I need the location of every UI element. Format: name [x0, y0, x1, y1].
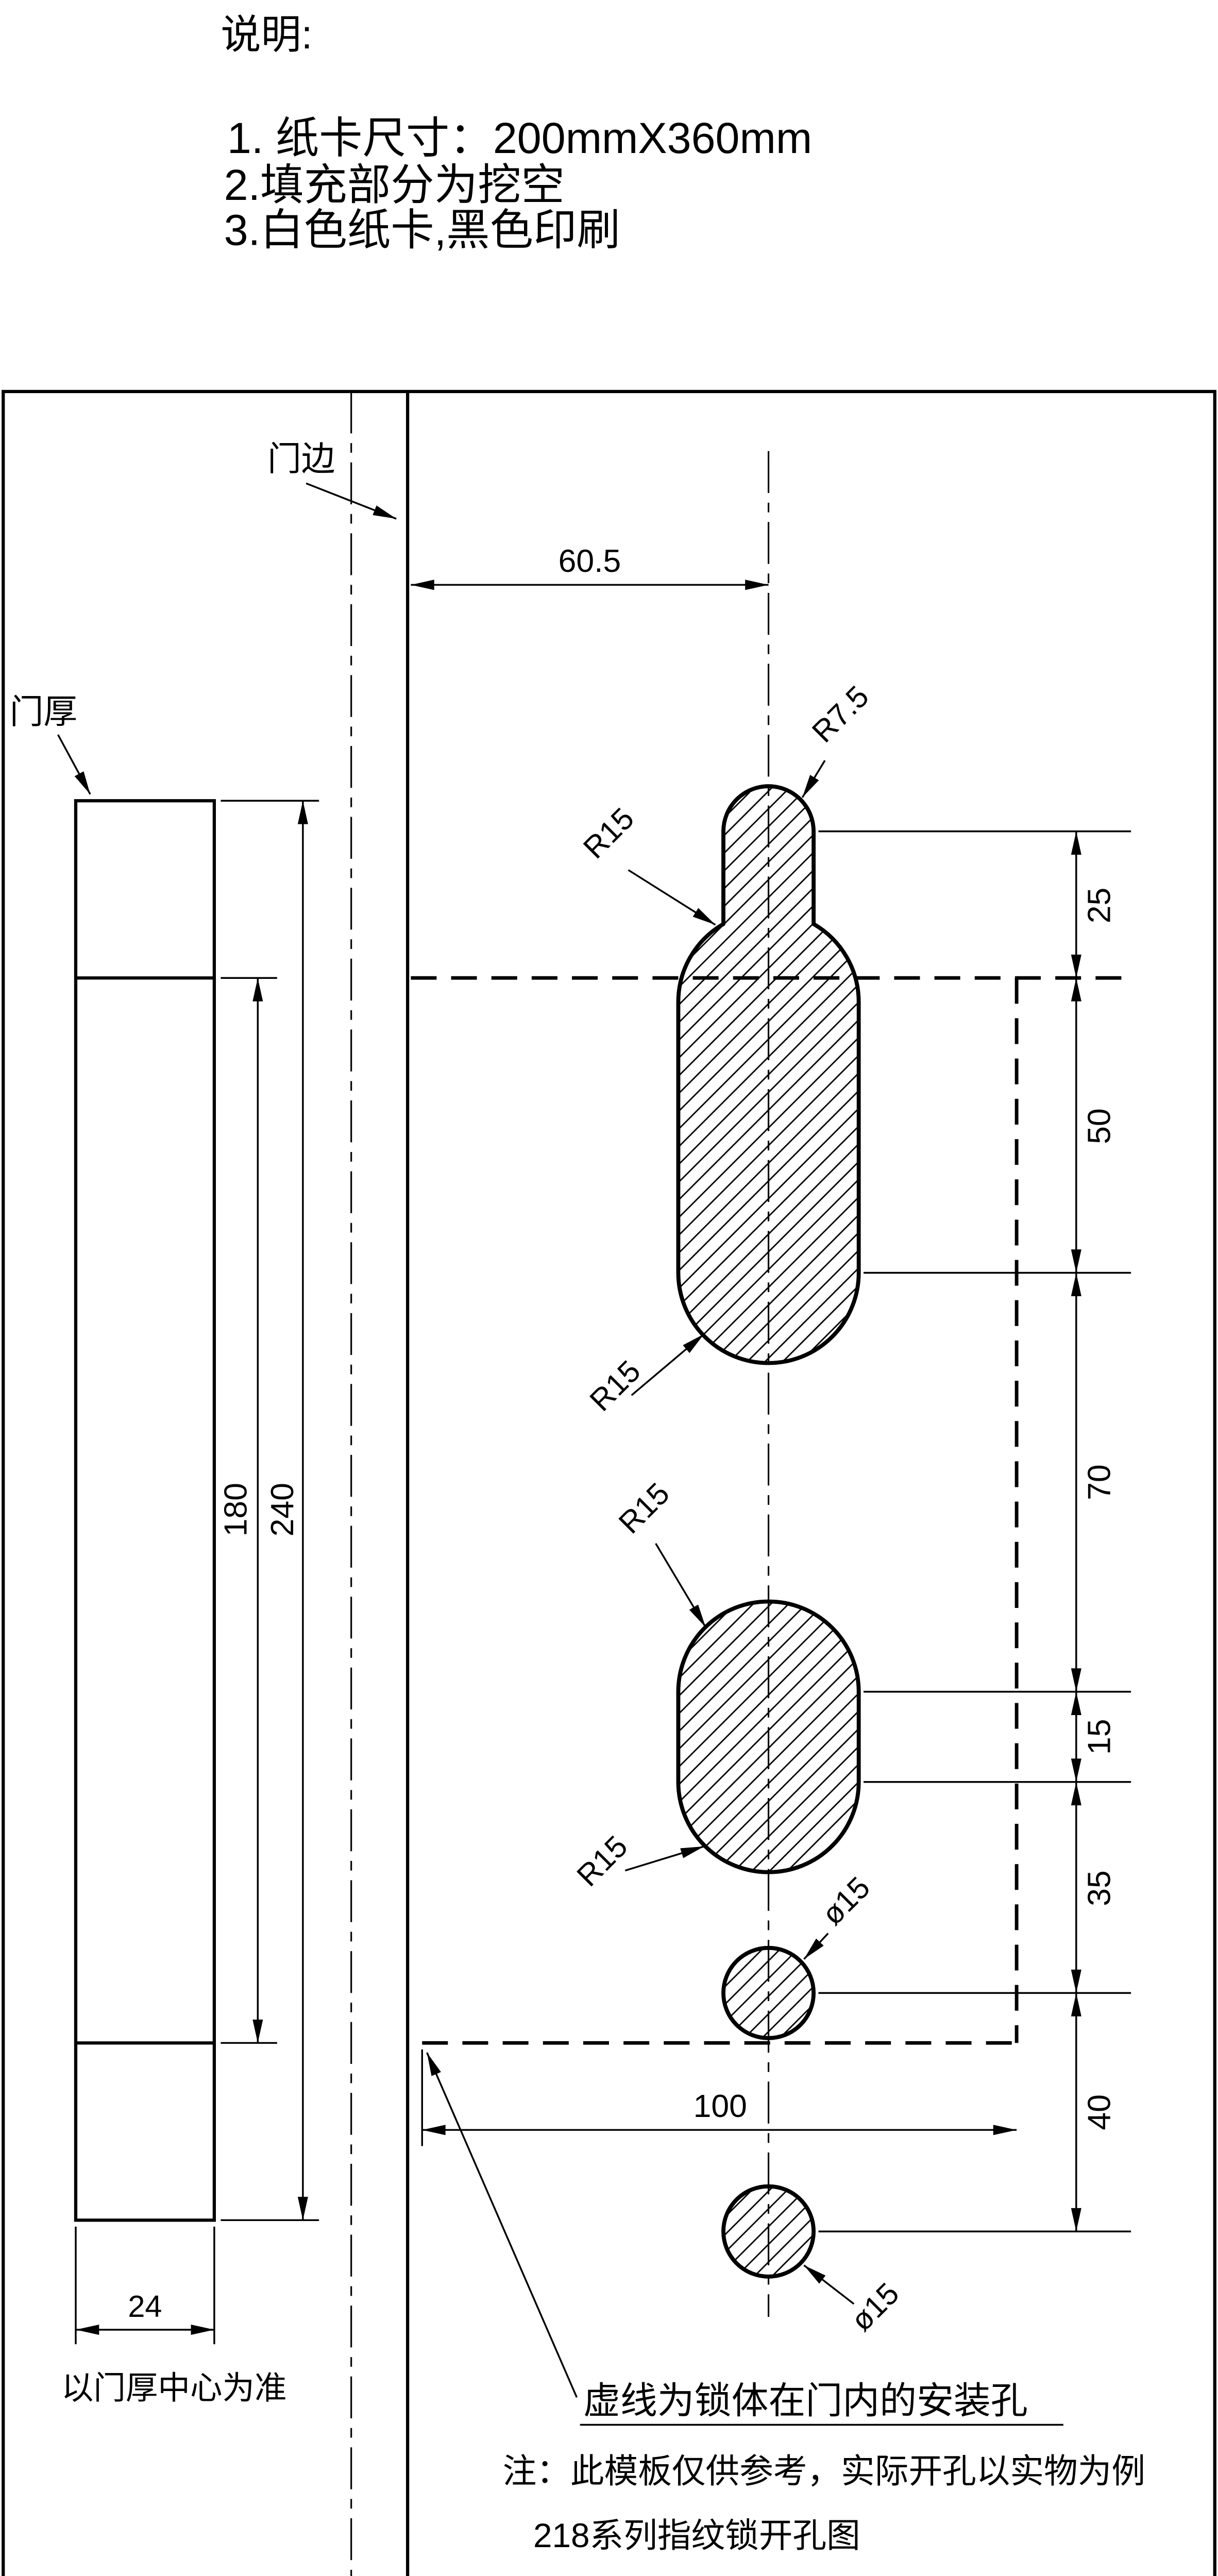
door-thickness-label: 门厚: [10, 693, 77, 731]
dia15-label-2: ø15: [844, 2276, 906, 2338]
r7-5-label: R7.5: [805, 679, 875, 749]
keyhole-cutout-shape: [676, 784, 861, 1365]
note-line-1: 1. 纸卡尺寸：200mmX360mm: [227, 114, 812, 162]
door-edge-leader: [306, 482, 397, 520]
dia15-leader-2: [803, 2264, 855, 2305]
r15-leader-2: [631, 1333, 705, 1396]
dim-60-5: 60.5: [411, 543, 769, 590]
bottom-annotations: 虚线为锁体在门内的安装孔 注：此模板仅供参考，实际开孔以实物为例 218系列指纹…: [426, 2052, 1145, 2554]
r7-5-leader: [801, 760, 826, 798]
dim-70-label: 70: [1081, 1464, 1117, 1500]
right-extension-lines: [818, 830, 1131, 2232]
dim-40-label: 40: [1081, 2094, 1117, 2130]
door-thickness-callout: 门厚: [10, 693, 91, 795]
dia15-label-1: ø15: [815, 1870, 877, 1932]
card-border: [2, 389, 1216, 2576]
r15-label-2: R15: [583, 1353, 647, 1417]
dim-100-label: 100: [693, 2088, 747, 2124]
dim-60-5-label: 60.5: [559, 543, 621, 579]
door-edge-label: 门边: [267, 440, 335, 478]
note-line-3: 3.白色纸卡,黑色印刷: [224, 206, 620, 254]
lock-body-dashed-outline: [411, 976, 1128, 2045]
door-section-rect: [74, 799, 216, 2222]
note-line-2: 2.填充部分为挖空: [224, 161, 565, 209]
r15-leader-1: [628, 869, 716, 926]
dim-35-label: 35: [1081, 1870, 1117, 1906]
dim-240-label: 240: [264, 1483, 300, 1536]
dim-24: 24: [75, 2226, 215, 2345]
r15-label-3: R15: [612, 1476, 676, 1540]
dim-24-label: 24: [128, 2289, 162, 2324]
dim-180-label: 180: [217, 1483, 253, 1536]
oval-cutout-shape: [676, 1599, 861, 1874]
door-thickness-leader: [57, 734, 91, 795]
r15-label-4: R15: [570, 1829, 634, 1893]
r15-leader-3: [655, 1543, 707, 1628]
drawing-title-text: 218系列指纹锁开孔图: [533, 2517, 860, 2554]
chain-dimensions: 25 50 70 15 35 40: [1071, 831, 1117, 2232]
door-cross-section: [74, 799, 216, 2222]
dim-100: 100: [421, 2049, 1017, 2146]
dashed-note-text: 虚线为锁体在门内的安装孔: [583, 2381, 1028, 2422]
dashed-note-leader: [426, 2052, 578, 2398]
screw-hole-lower: [721, 2184, 816, 2279]
door-center-note: 以门厚中心为准: [61, 2370, 287, 2406]
notes-title: 说明:: [221, 12, 312, 57]
r15-leader-4: [624, 1845, 704, 1872]
screw-hole-upper: [721, 1945, 816, 2040]
door-edge-callout: 门边: [267, 440, 397, 520]
r15-label-1: R15: [577, 801, 640, 865]
reference-note-text: 注：此模板仅供参考，实际开孔以实物为例: [503, 2452, 1145, 2490]
dim-50-label: 50: [1081, 1108, 1117, 1144]
dim-15-label: 15: [1081, 1719, 1117, 1755]
dia15-leader-1: [803, 1933, 829, 1960]
instruction-notes: 说明: 1. 纸卡尺寸：200mmX360mm 2.填充部分为挖空 3.白色纸卡…: [221, 12, 812, 255]
dim-180-240: 180 240: [217, 800, 319, 2222]
dim-25-label: 25: [1081, 888, 1117, 924]
